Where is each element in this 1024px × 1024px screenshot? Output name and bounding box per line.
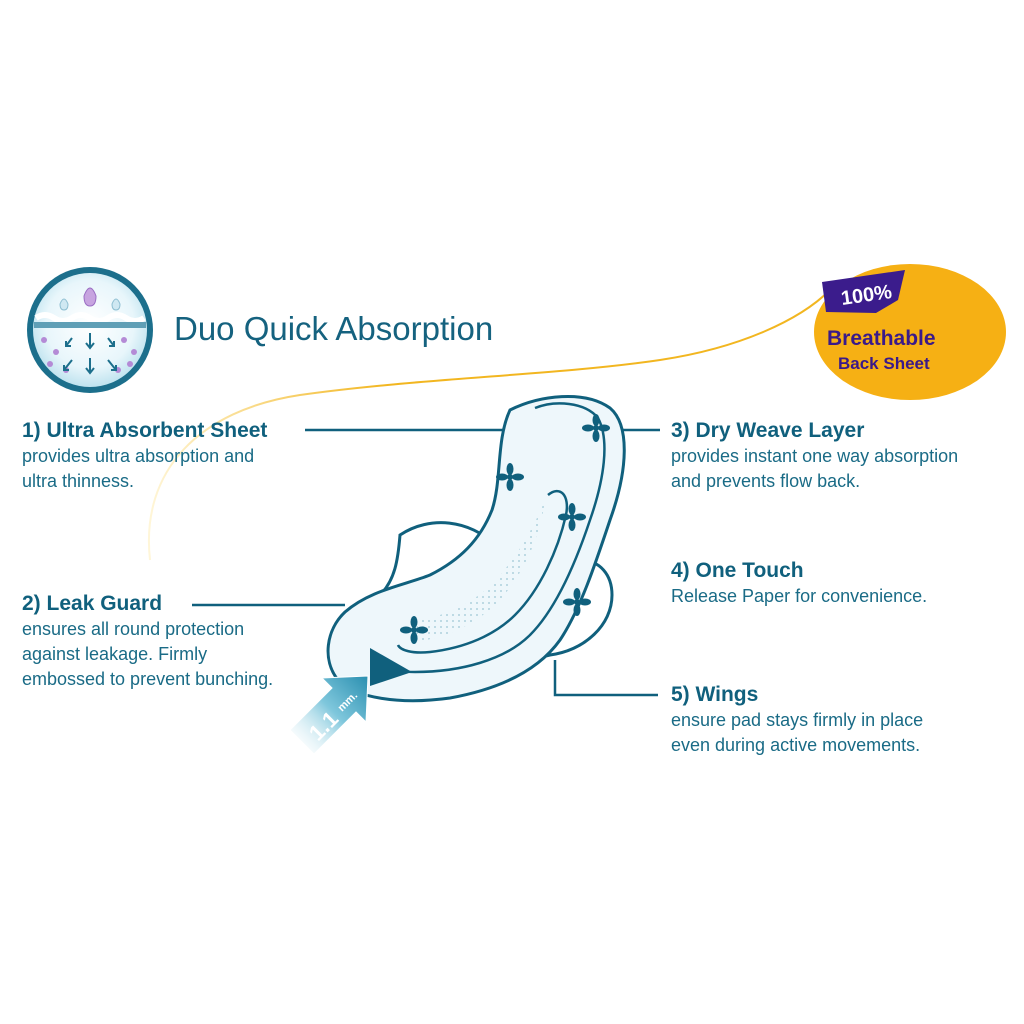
badge-line-2: Back Sheet	[838, 354, 930, 373]
feature-desc-line: and prevents flow back.	[671, 471, 861, 491]
pad-illustration	[326, 394, 626, 703]
feature-ultra-absorbent-sheet: 1) Ultra Absorbent Sheet provides ultra …	[22, 418, 267, 494]
feature-title: 1) Ultra Absorbent Sheet	[22, 419, 268, 442]
feature-wings: 5) Wings ensure pad stays firmly in plac…	[671, 682, 923, 758]
feature-desc-line: ultra thinness.	[22, 471, 135, 491]
feature-desc-line: against leakage. Firmly	[22, 644, 208, 664]
feature-dry-weave-layer: 3) Dry Weave Layer provides instant one …	[671, 418, 958, 494]
thickness-arrow: 1.1 mm.	[289, 675, 369, 755]
feature-desc-line: ensures all round protection	[22, 619, 245, 639]
pad-channel-inner	[396, 489, 569, 654]
pad-body	[326, 394, 626, 703]
feature-desc-line: even during active movements.	[671, 735, 921, 755]
absorption-icon	[27, 267, 153, 393]
feature-desc-line: provides instant one way absorption	[671, 446, 959, 466]
feature-desc-line: embossed to prevent bunching.	[22, 669, 274, 689]
feature-desc-line: ensure pad stays firmly in place	[671, 710, 924, 730]
feature-desc-line: Release Paper for convenience.	[671, 586, 928, 606]
flower-motifs	[400, 414, 610, 644]
feature-title: 5) Wings	[671, 683, 759, 706]
feature-one-touch: 4) One Touch Release Paper for convenien…	[671, 558, 927, 609]
breathable-badge: 100% Breathable Back Sheet	[814, 264, 1006, 400]
feature-desc-line: provides ultra absorption and	[22, 446, 255, 466]
badge-ribbon	[822, 270, 905, 313]
feature-title: 3) Dry Weave Layer	[671, 419, 865, 442]
feature-title: 4) One Touch	[671, 559, 804, 582]
badge-line-1: Breathable	[827, 327, 936, 350]
feature-title: 2) Leak Guard	[22, 592, 163, 615]
leader-line-5	[553, 660, 658, 697]
feature-leak-guard: 2) Leak Guard ensures all round protecti…	[22, 591, 273, 692]
page-title: Duo Quick Absorption	[174, 310, 494, 347]
decorative-curve	[147, 289, 831, 561]
leader-line-3	[620, 428, 660, 432]
thickness-marker	[370, 648, 412, 686]
